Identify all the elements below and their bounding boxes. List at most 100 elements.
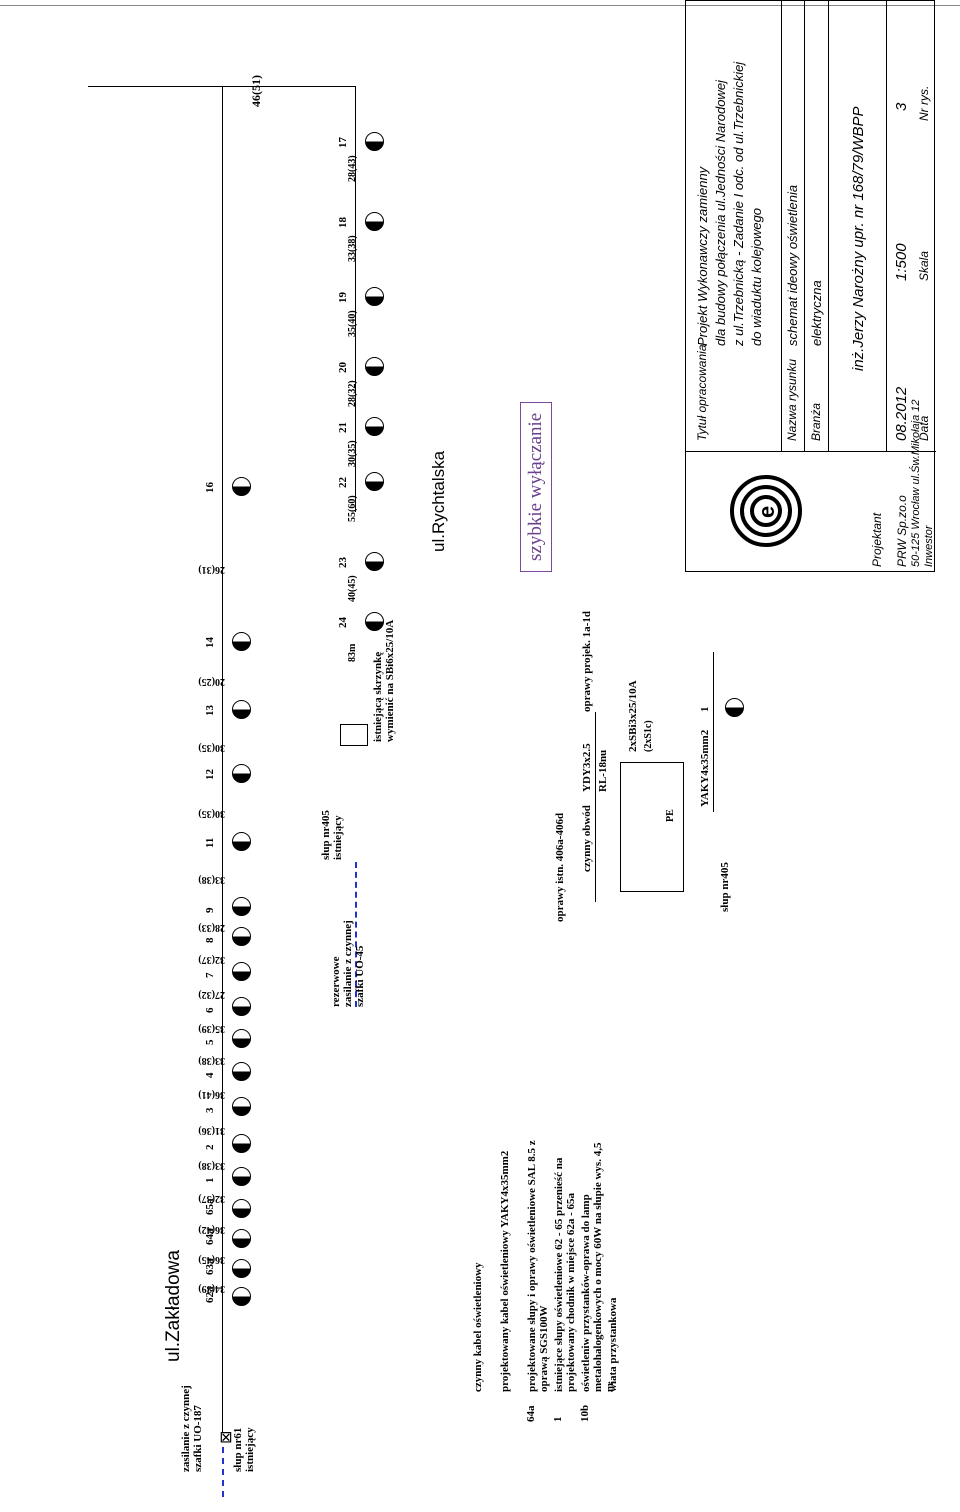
cab-box-note: (2xS1c) — [643, 720, 654, 752]
tb-title-label: Tytuł opracowania — [695, 344, 709, 442]
span-label: 34(39) — [198, 1283, 225, 1294]
reserve-pole-label: słup nr405 istniejący — [320, 810, 345, 860]
legend-text: czynny kabel oświetleniowy — [472, 1262, 484, 1392]
tb-title-line: Projekt Wykonawczy zamienny — [695, 166, 710, 346]
lower-lamp-label: 20 — [337, 362, 349, 373]
box-note: istniejącą skrzynkę wymienić na SBi6x25/… — [372, 619, 397, 742]
span-label: 33(38) — [198, 1055, 225, 1067]
cab-lamp1-icon — [725, 698, 744, 717]
legend-symbol: 64a — [525, 1405, 537, 1423]
lamp-icon — [232, 997, 251, 1016]
lamp-label: 12 — [204, 769, 216, 780]
company-logo-icon: e — [730, 475, 802, 547]
lamp-label: 14 — [204, 637, 216, 648]
lower-span-label: 35(40) — [347, 310, 358, 337]
tb-title-line: do wiaduktu kolejowego — [749, 207, 764, 346]
stamp: szybkie wyłączanie — [520, 401, 552, 572]
street-rychtalska: ul.Rychtalska — [429, 450, 448, 552]
legend-text: projektowane słupy i oprawy oświetleniow… — [526, 1140, 551, 1392]
lamp-icon — [232, 1062, 251, 1081]
lower-lamp-icon — [365, 357, 384, 376]
lower-lamp-icon — [365, 552, 384, 571]
legend-text: projektowany kabel oświetleniowy YAKY4x3… — [499, 1150, 511, 1392]
tb-drawing-label: Nazwa rysunku — [785, 358, 799, 441]
tb-title-line: z ul.Trzebnicką - Zadanie I odc. od ul.T… — [731, 61, 746, 346]
lower-lamp-label: 19 — [337, 292, 349, 303]
street-zakladowa: ul.Zakładowa — [163, 1250, 184, 1362]
lamp-label: 3 — [204, 1107, 216, 1114]
main-line-end — [222, 86, 356, 87]
lower-lamp-label: 23 — [337, 557, 349, 568]
lamp-icon — [232, 832, 251, 851]
tb-divider-4 — [886, 1, 887, 451]
cab-active: czynny obwód — [581, 805, 593, 872]
tb-scale-label: Skala — [917, 250, 931, 281]
lower-lamp-label: 17 — [337, 137, 349, 148]
lamp-label: 2 — [204, 1144, 216, 1151]
lower-span-label: 28(32) — [347, 380, 358, 407]
cab-proj-lamps: oprawy projek. 1a-1d — [581, 611, 593, 712]
tb-designer-label: Projektant — [870, 512, 884, 567]
tb-branch: elektryczna — [809, 280, 824, 346]
lamp-icon — [232, 927, 251, 946]
tb-company: PRW Sp.zo.o — [895, 495, 909, 567]
lamp-icon — [232, 632, 251, 651]
tb-logo-cell: e Projektant PRW Sp.zo.o 50-125 Wrocław … — [686, 399, 936, 571]
span-label: 36(45) — [198, 1254, 225, 1265]
lower-lamp-icon — [365, 472, 384, 491]
lamp-label: 5 — [204, 1039, 216, 1046]
span-label: 32(37) — [198, 954, 225, 966]
lamp-label: 8 — [204, 937, 216, 944]
lamp-label: 9 — [204, 907, 216, 914]
span-label: 27(32) — [198, 989, 225, 1001]
lower-span-label: 33(38) — [347, 235, 358, 262]
lower-lamp-icon — [365, 212, 384, 231]
lower-lamp-icon — [365, 417, 384, 436]
feed-label: zasilanie z czynnej szafki UO-187 — [180, 1385, 205, 1472]
lamp-label: 6 — [204, 1007, 216, 1014]
tb-date: 08.2012 — [893, 386, 910, 441]
span-label: 30(35) — [198, 742, 225, 753]
lamp-icon — [232, 1259, 251, 1278]
cab-pole: słup nr405 — [719, 862, 731, 912]
legend-symbol: 1 — [552, 1416, 564, 1423]
sheet-top-border — [0, 0, 960, 6]
span-label: 26(31) — [198, 564, 225, 576]
lower-span-label: 28(43) — [347, 155, 358, 182]
lamp-icon — [232, 700, 251, 719]
reserve-feed-label: rezerwowe zasilanie z czynnej szafki UO-… — [330, 920, 367, 1007]
tb-designer: inż.Jerzy Narożny upr. nr 168/79/WBPP — [850, 106, 867, 371]
lamp-icon — [232, 1134, 251, 1153]
lamp-label: 7 — [204, 972, 216, 979]
span-label: 31(36) — [198, 1125, 225, 1137]
lower-lamp-label: 24 — [337, 617, 349, 628]
span-label: 28(33) — [198, 922, 225, 933]
lamp-label: 13 — [204, 705, 216, 716]
lower-span-label: 55(60) — [347, 495, 358, 522]
main-line-turn — [88, 86, 222, 87]
lamp-icon — [232, 764, 251, 783]
legend-text: istniejące słupy oświetleniowe 62 - 65 p… — [553, 1157, 578, 1392]
span-label: 32(37) — [198, 1193, 225, 1204]
cab-cable: YDY3x2.5 — [581, 743, 593, 792]
lamp-icon — [232, 1229, 251, 1248]
tb-sheet-label: Nr rys. — [917, 85, 931, 121]
lower-span-label: 40(45) — [347, 575, 358, 602]
title-block: e Projektant PRW Sp.zo.o 50-125 Wrocław … — [685, 0, 936, 572]
lamp-icon — [232, 1167, 251, 1186]
span-label: 33(38) — [198, 874, 225, 886]
tb-title-line: dla budowy połączenia ul.Jedności Narodo… — [713, 80, 728, 346]
cab-lamp1-label: 1 — [699, 706, 711, 713]
lower-lamp-label: 18 — [337, 217, 349, 228]
lower-lamp-icon — [365, 132, 384, 151]
lower-lamp-label: 21 — [337, 422, 349, 433]
tb-branch-label: Branża — [809, 402, 823, 441]
lamp-icon — [232, 1287, 251, 1306]
lamp-icon — [232, 1199, 251, 1218]
feed-cable — [222, 1447, 224, 1497]
cab-box — [620, 762, 684, 892]
lamp-label: 11 — [204, 837, 216, 848]
span-label: 30(35) — [198, 808, 225, 819]
